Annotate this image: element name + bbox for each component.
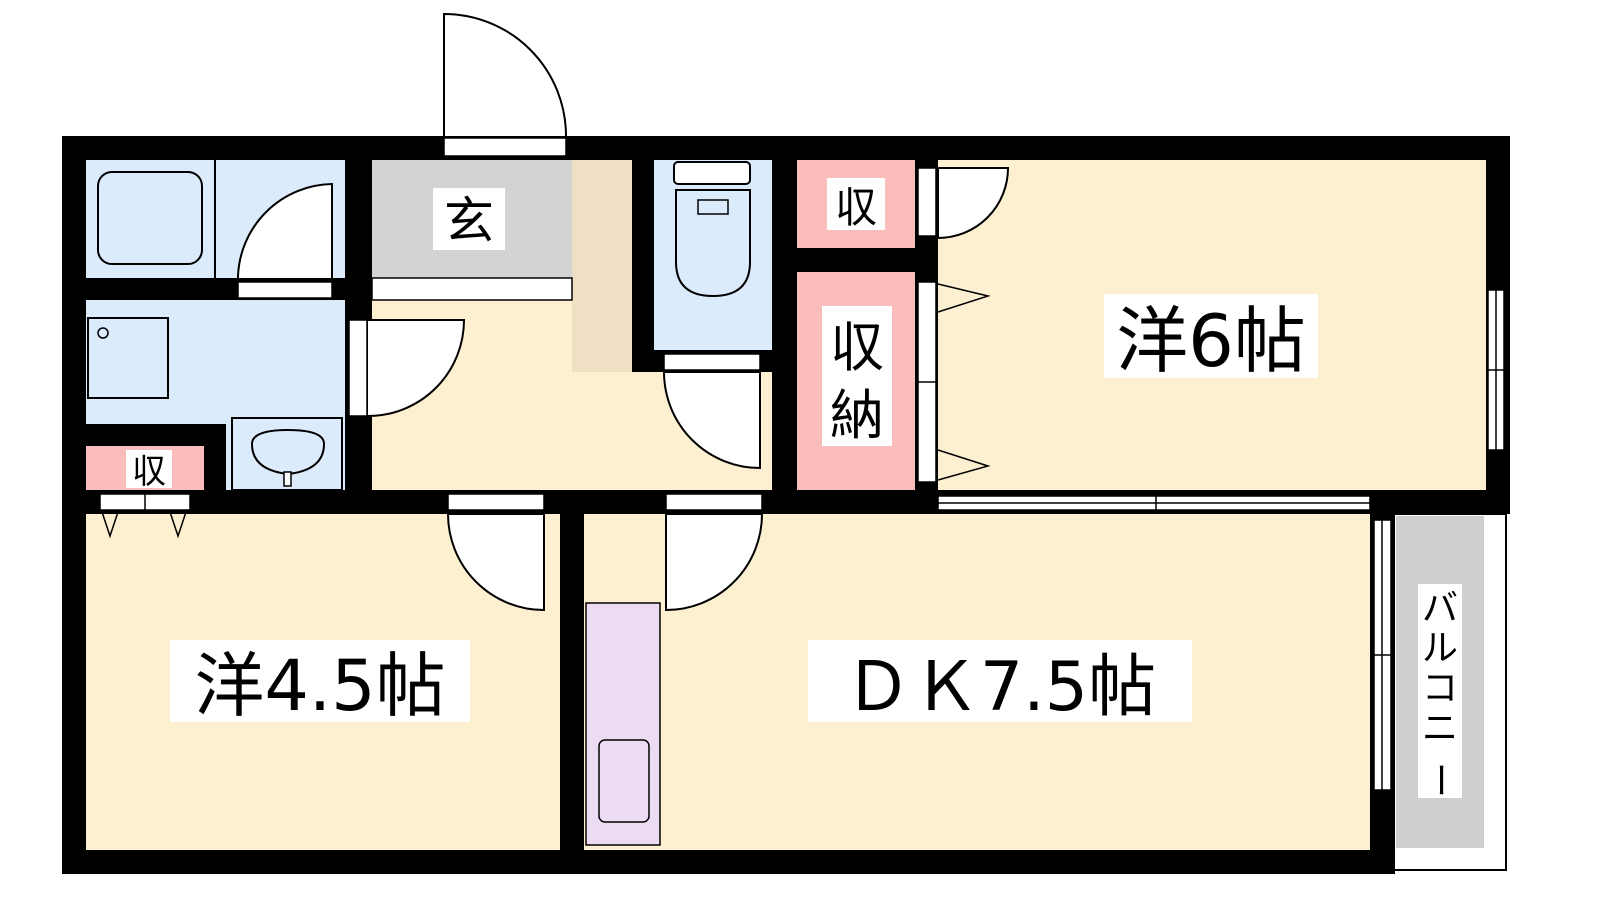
toilet-bowl-icon [675,189,751,298]
western45-door-opening [447,493,545,511]
wall [560,490,584,874]
storage-left-label: 収 [132,452,166,492]
wall [204,424,226,492]
entrance-door-opening [443,137,567,157]
entrance-door-swing-icon [443,12,567,137]
wall [797,248,937,272]
western45-label-bg [170,640,470,722]
balcony-label-4: ニ [1422,708,1458,749]
western45-label: 洋4.5帖 [194,645,445,727]
balcony-label-2: ル [1422,628,1458,669]
wash-door-swing-icon [367,319,466,417]
balcony-label-1: バ [1422,588,1458,629]
toilet-door-opening [663,353,761,371]
balcony-label-bg [1418,584,1462,798]
western45-door-swing-icon [446,513,545,612]
toilet-seat-icon [697,199,729,215]
faucet-icon [283,471,292,487]
sink-icon [598,739,650,823]
genkan-label-bg [433,188,505,250]
dk-door-swing-icon [665,513,764,612]
folding-door-icon [937,283,991,481]
storage-mid-label-bg [822,306,892,446]
washer-drain-icon [97,327,109,339]
toilet-tank-icon [673,161,751,185]
dk-label: ＤＫ7.5帖 [844,648,1156,727]
wall [772,136,797,514]
toilet-floor [654,160,772,350]
storage-top-label: 収 [835,183,877,232]
storage-mid-label-2: 納 [830,384,884,447]
storage-mid-label-1: 収 [830,316,884,379]
storage-top-label-bg [827,178,885,230]
genkan-step [371,277,573,301]
western6-label: 洋6帖 [1116,299,1306,383]
storage-top-door-opening [917,167,937,237]
storage-left-label-bg [126,450,172,488]
toilet-door-swing-icon [662,371,761,470]
folding-door-icon [101,511,187,539]
genkan-label: 玄 [444,192,494,250]
bathtub-icon [97,171,203,265]
balcony-label-5: ー [1419,762,1460,798]
shoebox [572,160,632,372]
washing-machine-icon [87,317,169,399]
dk-label-bg [808,640,1192,722]
dk-door-opening [665,493,763,511]
wash-door-opening [348,319,368,417]
wall [632,136,654,372]
basin-icon [250,428,326,476]
storage-top-door-swing-icon [937,167,1010,240]
wall [62,424,222,446]
bath-door-swing-icon [237,182,333,282]
western6-label-bg [1104,294,1318,378]
balcony-label-3: コ [1422,668,1458,709]
bath-door-opening [237,281,333,299]
